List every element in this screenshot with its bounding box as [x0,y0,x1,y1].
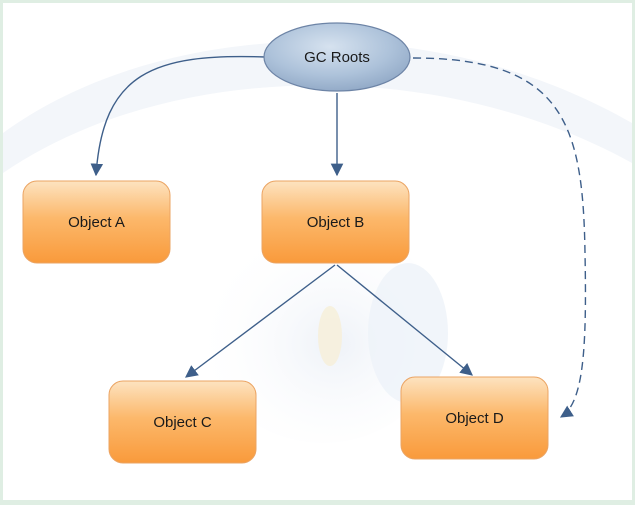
gc-roots-node [263,22,411,92]
object-a-node [22,180,171,264]
object-d-node [400,376,549,460]
object-a-label: Object A [68,213,125,231]
object-c-label: Object C [153,413,212,431]
edge-object-b-to-object-d [336,264,473,376]
gc-roots-label: GC Roots [304,48,370,66]
diagram-canvas: GC Roots Object A Object B Object C Obje… [3,3,632,500]
edge-gcroots-to-object-d-dashed [412,57,587,418]
object-b-node [261,180,410,264]
object-d-label: Object D [445,409,504,427]
diagram-svg [3,22,632,464]
background-decoration [3,41,632,443]
edge-object-b-to-object-c [184,264,336,378]
edge-gcroots-to-object-a [90,55,266,177]
object-b-label: Object B [306,213,365,231]
object-c-node [108,380,257,464]
